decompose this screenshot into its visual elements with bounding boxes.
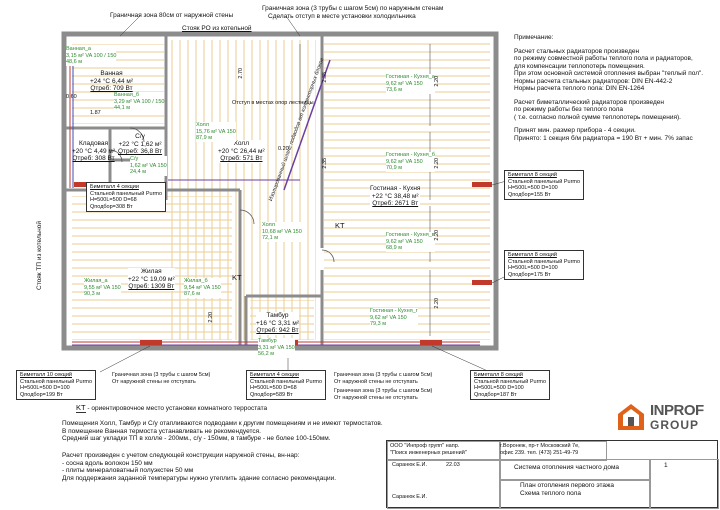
note-line: При этом основной системой отопления выб… (514, 70, 704, 77)
checker-name: Саранюк Е.И. (392, 494, 427, 500)
radiator-note-bedroom: Биметалл 10 секций Стальной панельный Pu… (16, 370, 97, 400)
thermostat-symbol: KT (76, 403, 86, 413)
inprof-logo: INPROF GROUP (616, 398, 716, 438)
legend: KT - ориентировочное место установки ком… (76, 403, 268, 413)
sheet-number: 1 (664, 462, 668, 469)
note-line: по режиму работы без теплого пола (514, 106, 624, 113)
note-line: Расчет стальных радиаторов произведен (514, 47, 640, 55)
dimension: 2.35 (322, 157, 329, 169)
dimension: 1.87 (90, 110, 101, 116)
note-line: Принят мин. размер прибора - 4 секции. (514, 127, 636, 134)
doors (109, 127, 335, 263)
note-line: по режиму совместной работы теплого пола… (514, 55, 693, 62)
note-line: Нормы расчета стальных радиаторов: DIN E… (514, 77, 673, 85)
dimension: 2.20 (434, 157, 441, 169)
fridge-note: Сделать отступ в месте установки холодил… (268, 13, 416, 20)
dimension: 2.20 (434, 297, 441, 309)
thermostat-bedroom: KT (232, 273, 242, 282)
bottom-zone-label-2: Граничная зона (3 трубы с шагом 5см)От н… (334, 372, 433, 385)
dimension: 0.60 (66, 94, 77, 100)
room-bedroom: Жилая +22 °C 19,09 м² Qтреб: 1309 Вт (128, 268, 175, 291)
bottom-notes-2: Расчет произведен с учетом следующей кон… (62, 452, 337, 482)
left-riser-label: Стояк ТП из котельной (36, 221, 43, 290)
collector-small-note: Отступ в местах опор лестницы (232, 100, 314, 106)
dimension: 2.20 (208, 311, 215, 323)
boundary-zone-top-right: Граничная зона (3 трубы с шагом 5см) по … (262, 5, 444, 12)
system-title: Система отопления частного дома (514, 464, 620, 471)
logo-text: INPROF (650, 402, 704, 419)
dimension: 2.20 (434, 229, 441, 241)
radiator-note-vestibule: Биметалл 4 секции Стальной панельный Pur… (246, 370, 327, 400)
note-line: ( т.е. согласно полной сумме теплопотерь… (514, 113, 681, 121)
legend-text: - ориентировочное место установки комнат… (87, 405, 268, 412)
room-hall: Холл +20 °C 26,44 м² Qтреб: 571 Вт (218, 140, 265, 163)
dimension: 0.20 (278, 146, 289, 152)
collector-hose (283, 59, 331, 191)
bottom-zone-label-1: Граничная зона (3 трубы с шагом 5см)От н… (112, 372, 211, 385)
note-line: Нормы расчета теплого пола: DIN EN-1264 (514, 85, 645, 92)
room-living: Гостиная - Кухня +22 °C 38,48 м² Qтреб: … (370, 185, 421, 208)
note-line: Принято: 1 секция б/м радиатора = 190 Вт… (514, 134, 693, 142)
boundary-zone-top-left: Граничная зона 80см от наружной стены (110, 12, 234, 19)
bottom-notes-1: Помещения Холл, Тамбур и С/у отапливаютс… (62, 420, 383, 442)
dimension: 2.35 (322, 71, 329, 83)
designer-name: Саранюк Е.И. (392, 462, 427, 468)
room-su: С/у +22 °C 1,62 м² Qтреб: 36,8 Вт (118, 133, 163, 155)
company-name: ООО "Инпроф групп" напр."Поиск инженерны… (390, 443, 467, 456)
logo-text-2: GROUP (650, 418, 700, 432)
logo-house-icon (618, 404, 644, 430)
room-vestibule: Тамбур +16 °C 3,31 м² Qтреб: 942 Вт (256, 312, 300, 335)
title-block (386, 440, 719, 509)
room-pantry: Кладовая +20 °C 4,49 м² Qтреб: 308 Вт (72, 140, 116, 162)
notes-heading: Примечание: (514, 34, 554, 41)
radiator-note-living-1: Биметалл 8 секций Стальной панельный Pur… (504, 170, 585, 200)
room-bathroom: Ванная +24 °C 6,44 м² Qтреб: 709 Вт (90, 70, 134, 92)
dimension: 2.70 (238, 67, 245, 79)
thermostat-living: KT (335, 221, 345, 230)
note-line: для компенсации теплопотерь помещения. (514, 62, 645, 70)
date: 22.03 (446, 462, 460, 468)
radiator-note-pantry: Биметалл 4 секции Стальной панельный Pur… (86, 182, 167, 212)
note-line: Расчет биметаллический радиаторов произв… (514, 98, 664, 106)
bottom-zone-label-3: Граничная зона (3 трубы с шагом 5см)От н… (334, 388, 433, 401)
notes: Примечание: Расчет стальных радиаторов п… (514, 34, 703, 142)
dimension: 2.20 (434, 75, 441, 87)
radiator-note-living-2: Биметалл 8 секций Стальной панельный Pur… (504, 250, 585, 280)
steak-label: Стояк РО из котельной (182, 25, 252, 32)
radiator-note-living-3: Биметалл 8 секций Стальной панельный Pur… (470, 370, 551, 400)
company-address: г.Воронеж, пр-т Московский 7е,офис 239. … (500, 443, 580, 456)
